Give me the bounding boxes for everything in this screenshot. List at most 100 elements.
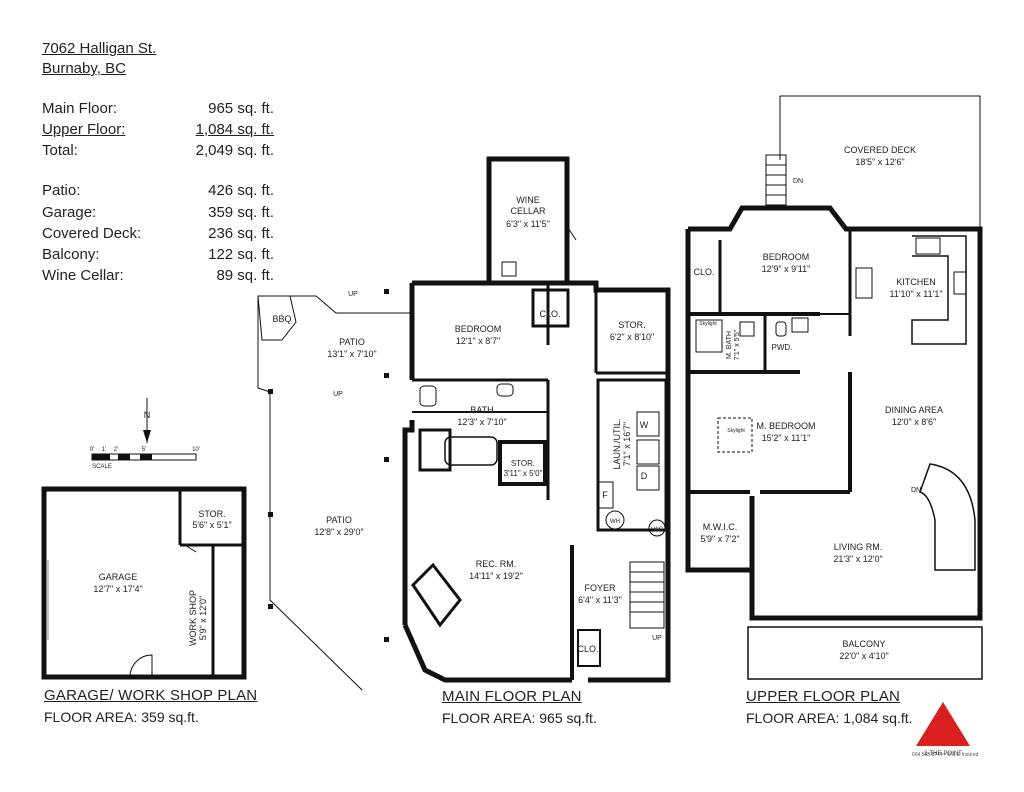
logo-name: 2-THE-POINT bbox=[924, 751, 962, 757]
area-row: Garage:359 sq. ft. bbox=[42, 203, 274, 223]
area-row: Patio:426 sq. ft. bbox=[42, 181, 274, 201]
room-label: CELLAR bbox=[510, 206, 546, 216]
area-value: 359 sq. ft. bbox=[208, 204, 274, 221]
vacuum bbox=[648, 519, 666, 537]
area-row: Wine Cellar: 89 sq. ft. bbox=[42, 266, 274, 286]
room-dimension: 12'3" x 7'10" bbox=[457, 417, 506, 427]
skylight bbox=[717, 417, 753, 453]
scale-tick: 1' bbox=[102, 447, 106, 453]
garage-walls bbox=[41, 486, 247, 680]
bbq-area bbox=[257, 295, 297, 341]
room-label: STOR. bbox=[618, 320, 645, 330]
garage-plan bbox=[41, 486, 247, 680]
room-label: REC. RM. bbox=[476, 559, 517, 569]
room-label: STOR. bbox=[198, 509, 225, 519]
washer bbox=[636, 411, 660, 437]
area-label: Patio: bbox=[42, 182, 81, 199]
area-label: Upper Floor: bbox=[42, 121, 126, 138]
room-dimension: 11'10" x 11'1" bbox=[889, 289, 942, 299]
address-line-1: 7062 Halligan St. bbox=[42, 40, 157, 57]
room-label: GARAGE bbox=[99, 572, 138, 582]
north-arrow-icon bbox=[143, 430, 151, 443]
upper-exterior-wall bbox=[688, 205, 983, 600]
room-label: PATIO bbox=[326, 515, 352, 525]
room-label: PATIO bbox=[339, 337, 365, 347]
room-dimension: 3'11" x 5'0" bbox=[504, 469, 543, 478]
up-marker: UP bbox=[333, 391, 343, 398]
room-dimension: 21'3" x 12'0" bbox=[833, 554, 882, 564]
scale-tick: 10' bbox=[192, 447, 200, 453]
logo-subtext: 604.568.8744 - O & E Insured bbox=[912, 752, 979, 758]
room-label: M. BATH bbox=[726, 331, 733, 359]
sink bbox=[636, 439, 660, 465]
shower bbox=[695, 319, 723, 353]
vac-label: VAC bbox=[651, 527, 664, 533]
room-dimension: 6'3" x 11'5" bbox=[506, 219, 550, 229]
balcony-outline bbox=[747, 626, 983, 680]
room-label: PWD. bbox=[772, 343, 793, 352]
kitchen-sink bbox=[953, 271, 967, 295]
room-label: LAUN./UTIL. bbox=[612, 418, 622, 469]
stairs bbox=[765, 154, 787, 206]
bathtub bbox=[444, 436, 498, 466]
room-dimension: 5'6" x 5'1" bbox=[192, 520, 231, 530]
main-exterior-wall bbox=[412, 280, 671, 683]
area-label: Covered Deck: bbox=[42, 225, 142, 242]
address-line-2: Burnaby, BC bbox=[42, 60, 126, 77]
room-dimension: 5'9" x 7'2" bbox=[700, 534, 739, 544]
room-label: WINE bbox=[516, 195, 540, 205]
area-value: 122 sq. ft. bbox=[208, 246, 274, 263]
room-label: CLO. bbox=[577, 644, 598, 654]
room-label: BEDROOM bbox=[455, 324, 502, 334]
room-label: KITCHEN bbox=[896, 277, 936, 287]
main-exterior-wall bbox=[402, 623, 572, 683]
room-label: BEDROOM bbox=[763, 252, 810, 262]
dryer-label: D bbox=[641, 471, 648, 481]
dryer bbox=[636, 465, 660, 491]
kitchen-counter bbox=[911, 235, 967, 345]
closet-walls bbox=[577, 629, 601, 667]
room-label: BALCONY bbox=[842, 639, 885, 649]
toilet bbox=[419, 385, 437, 407]
door-swing bbox=[184, 544, 197, 553]
area-label: Wine Cellar: bbox=[42, 267, 124, 284]
patio-edge bbox=[258, 295, 412, 314]
company-logo: 2-THE-POINT bbox=[916, 702, 970, 757]
sink bbox=[791, 317, 809, 333]
room-dimension: 13'1" x 7'10" bbox=[327, 349, 376, 359]
room-dimension: 14'11" x 19'2" bbox=[469, 571, 523, 581]
laundry-walls bbox=[596, 378, 668, 532]
fireplace bbox=[411, 562, 462, 628]
upper-plan-title: UPPER FLOOR PLAN bbox=[746, 688, 901, 705]
area-label: Balcony: bbox=[42, 246, 100, 263]
room-dimension: 18'5" x 12'6" bbox=[855, 157, 904, 167]
shower-walls bbox=[418, 428, 452, 472]
main-plan-area: FLOOR AREA: 965 sq.ft. bbox=[442, 710, 597, 726]
area-row: Main Floor:965 sq. ft. bbox=[42, 99, 274, 119]
room-dimension: 7'1" x 16'7" bbox=[622, 422, 632, 466]
scale-label: SCALE bbox=[92, 464, 112, 470]
room-dimension: 6'2" x 8'10" bbox=[610, 332, 654, 342]
area-value: 89 sq. ft. bbox=[216, 267, 274, 284]
wine-cellar-fixture bbox=[501, 261, 517, 277]
main-floor-plan bbox=[257, 156, 671, 691]
room-dimension: 12'0" x 8'6" bbox=[892, 417, 936, 427]
dn-marker: DN bbox=[911, 487, 921, 494]
area-row: Balcony: 122 sq. ft. bbox=[42, 245, 274, 265]
room-dimension: 12'7" x 17'4" bbox=[93, 584, 142, 594]
room-label: FOYER bbox=[584, 583, 616, 593]
room-label: CLO. bbox=[539, 309, 560, 319]
room-dimension: 5'9" x 12'0" bbox=[198, 596, 208, 640]
furnace-label: F bbox=[602, 490, 608, 500]
up-marker: UP bbox=[652, 635, 662, 642]
fridge bbox=[855, 267, 873, 299]
area-value: 965 sq. ft. bbox=[208, 100, 274, 117]
area-row: Upper Floor:1,084 sq. ft. bbox=[42, 120, 274, 140]
area-value: 2,049 sq. ft. bbox=[195, 142, 274, 159]
compass bbox=[143, 398, 151, 443]
room-dimension: 7'1" x 5'5" bbox=[734, 329, 741, 360]
sink bbox=[739, 321, 755, 337]
scale-bar bbox=[91, 453, 197, 461]
upper-exterior-wall bbox=[749, 496, 983, 621]
